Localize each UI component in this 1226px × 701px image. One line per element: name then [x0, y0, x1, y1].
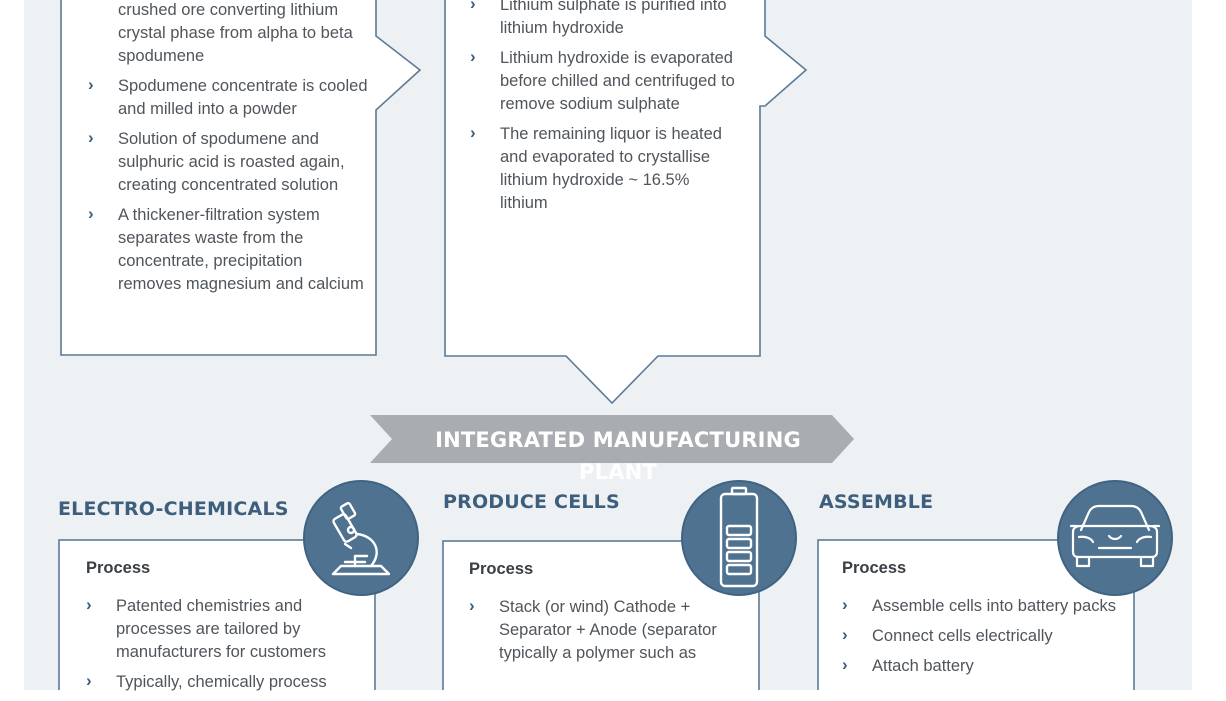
list-item-text: Spodumene concentrate is cooled and mill…: [118, 77, 368, 118]
list-item: › The remaining liquor is heated and eva…: [470, 123, 735, 215]
list-item-text: Lithium hydroxide is evaporated before c…: [500, 49, 735, 113]
cells-list: › Stack (or wind) Cathode + Separator + …: [469, 596, 744, 672]
list-item-text: The remaining liquor is heated and evapo…: [500, 125, 722, 212]
list-item: › A thickener-filtration system separate…: [88, 204, 368, 296]
list-item-text: Solution of spodumene and sulphuric acid…: [118, 130, 345, 194]
assemble-list: › Assemble cells into battery packs › Co…: [842, 595, 1117, 685]
list-item-text: Connect cells electrically: [872, 627, 1053, 645]
list-item: › Lithium hydroxide is evaporated before…: [470, 47, 735, 116]
list-item: › Lithium sulphate is purified into lith…: [470, 0, 735, 40]
chevron-right-icon: ›: [470, 0, 476, 13]
cells-process-label: Process: [469, 560, 534, 578]
chevron-right-icon: ›: [86, 671, 92, 690]
chevron-right-icon: ›: [842, 625, 848, 644]
top-mid-box: › Lithium sulphate is purified into lith…: [470, 0, 735, 222]
microscope-icon: [303, 480, 419, 596]
list-item: › Typically, chemically process: [86, 671, 361, 694]
electro-list: › Patented chemistries and processes are…: [86, 595, 361, 701]
car-icon: [1057, 480, 1173, 596]
list-item-text: Typically, chemically process: [116, 673, 327, 691]
list-item: › Assemble cells into battery packs: [842, 595, 1117, 618]
top-left-callout-outline: [60, 0, 422, 356]
cells-heading: PRODUCE CELLS: [443, 491, 620, 513]
list-item-text: A thickener-filtration system separates …: [118, 206, 364, 293]
list-item: › Solution of spodumene and sulphuric ac…: [88, 128, 368, 197]
chevron-right-icon: ›: [842, 595, 848, 614]
chevron-right-icon: ›: [88, 75, 94, 94]
list-item-text: crushed ore converting lithium crystal p…: [118, 1, 353, 65]
banner-title: INTEGRATED MANUFACTURING PLANT: [435, 428, 801, 484]
chevron-right-icon: ›: [88, 204, 94, 223]
chevron-right-icon: ›: [86, 595, 92, 614]
list-item: › Attach battery: [842, 655, 1117, 678]
list-item: › Stack (or wind) Cathode + Separator + …: [469, 596, 744, 665]
chevron-right-icon: ›: [842, 655, 848, 674]
assemble-process-label: Process: [842, 559, 907, 577]
list-item: › Patented chemistries and processes are…: [86, 595, 361, 664]
top-mid-callout-outline: [444, 0, 808, 405]
list-item-text: Lithium sulphate is purified into lithiu…: [500, 0, 727, 37]
electro-heading: ELECTRO-CHEMICALS: [58, 498, 289, 520]
list-item-text: Patented chemistries and processes are t…: [116, 597, 326, 661]
assemble-heading: ASSEMBLE: [819, 491, 934, 513]
chevron-right-icon: ›: [469, 596, 475, 615]
list-item-text: Assemble cells into battery packs: [872, 597, 1116, 615]
chevron-right-icon: ›: [470, 123, 476, 142]
chevron-right-icon: ›: [470, 47, 476, 66]
list-item: › Connect cells electrically: [842, 625, 1117, 648]
battery-icon: [681, 480, 797, 596]
list-item: crushed ore converting lithium crystal p…: [88, 0, 368, 68]
chevron-right-icon: ›: [88, 128, 94, 147]
banner-arrow: [370, 415, 854, 463]
top-left-box: crushed ore converting lithium crystal p…: [88, 1, 368, 303]
list-item-text: Attach battery: [872, 657, 974, 675]
electro-process-label: Process: [86, 559, 151, 577]
list-item: › Spodumene concentrate is cooled and mi…: [88, 75, 368, 121]
list-item-text: Stack (or wind) Cathode + Separator + An…: [499, 598, 717, 662]
